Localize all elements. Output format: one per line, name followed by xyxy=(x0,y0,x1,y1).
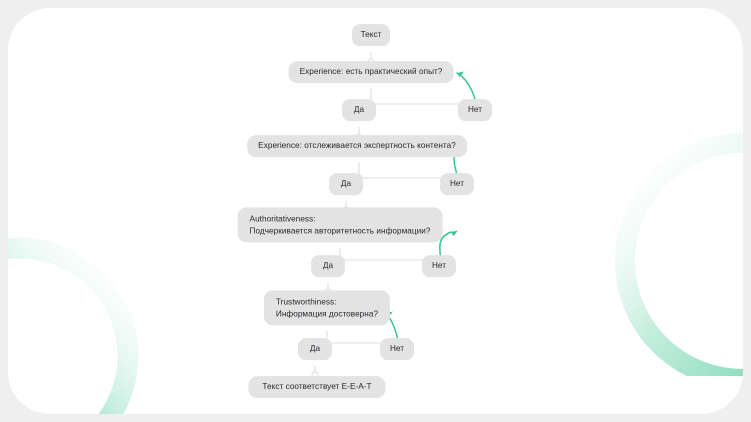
decorative-arc-left xyxy=(8,237,139,414)
node-option-no-4[interactable]: Нет xyxy=(380,338,414,360)
diagram-card: Текст Experience: есть практический опыт… xyxy=(8,8,743,414)
node-question-experience-2[interactable]: Experience: отслеживается экспертность к… xyxy=(247,135,467,157)
node-option-no-2[interactable]: Нет xyxy=(440,173,474,195)
node-option-yes-4[interactable]: Да xyxy=(298,338,332,360)
decorative-arc-right xyxy=(615,133,743,376)
node-result-eeat[interactable]: Текст соответствует E-E-A-T xyxy=(248,376,386,398)
node-option-yes-1[interactable]: Да xyxy=(342,99,376,121)
node-question-experience-1[interactable]: Experience: есть практический опыт? xyxy=(288,61,454,83)
node-question-trustworthiness[interactable]: Trustworthiness: Информация достоверна? xyxy=(263,290,391,326)
node-option-no-1[interactable]: Нет xyxy=(458,99,492,121)
arrowhead-q3 xyxy=(451,230,458,236)
arrowhead-q1 xyxy=(457,71,464,77)
node-option-no-3[interactable]: Нет xyxy=(422,255,456,277)
node-option-yes-3[interactable]: Да xyxy=(311,255,345,277)
node-question-authoritativeness[interactable]: Authoritativeness: Подчеркивается автори… xyxy=(237,207,443,243)
node-start[interactable]: Текст xyxy=(352,24,390,46)
node-option-yes-2[interactable]: Да xyxy=(329,173,363,195)
